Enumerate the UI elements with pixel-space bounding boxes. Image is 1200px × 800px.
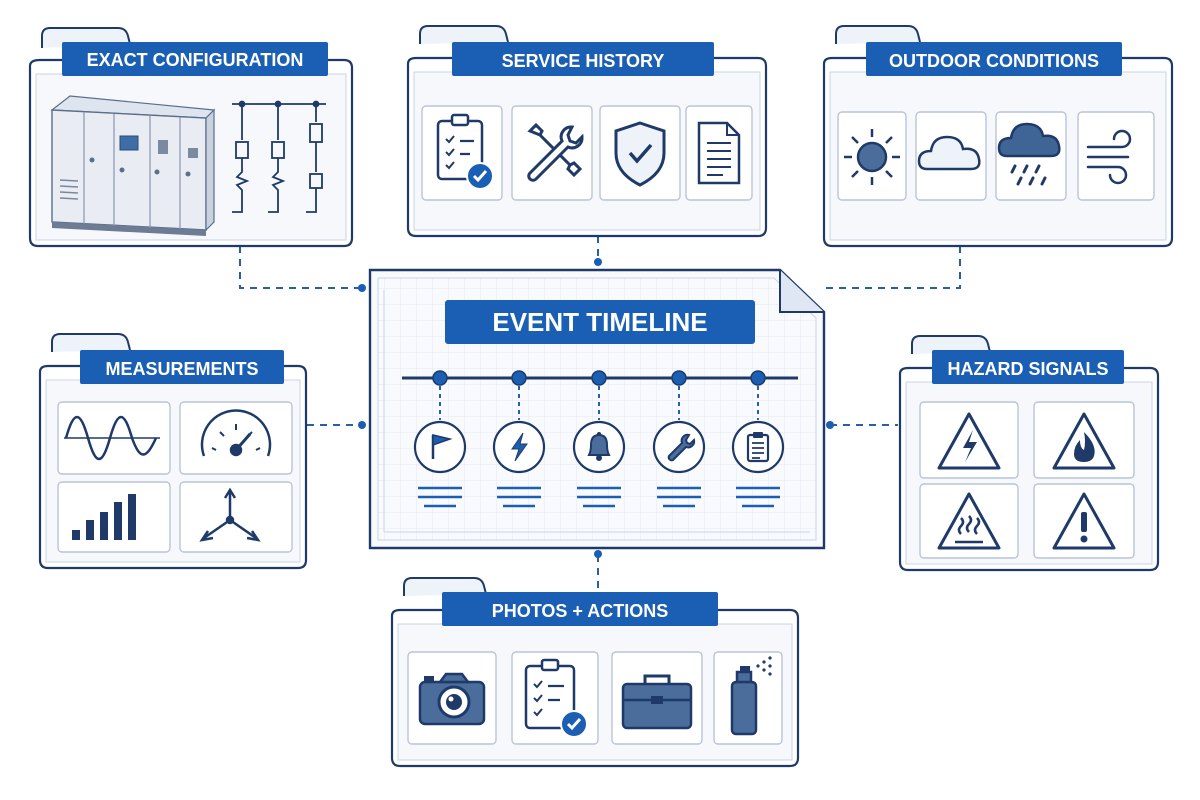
- timeline-title: EVENT TIMELINE: [492, 307, 707, 337]
- timeline-marker: [511, 370, 527, 386]
- tools-icon: [527, 122, 584, 182]
- general-warning-icon: [1052, 492, 1116, 550]
- connector-config: [239, 246, 362, 289]
- connector-dots: [358, 258, 834, 558]
- timeline-event: [492, 370, 546, 508]
- document-icon: [697, 121, 741, 185]
- waveform-icon: [64, 416, 160, 460]
- wind-icon: [1086, 129, 1132, 185]
- timeline-marker: [591, 370, 607, 386]
- panel-label: PHOTOS + ACTIONS: [492, 601, 669, 621]
- timeline-event-badge: [413, 420, 467, 474]
- folder-exact-configuration: EXACT CONFIGURATION: [28, 27, 354, 248]
- wrench-icon: [667, 433, 696, 462]
- connector-outdoor: [822, 246, 961, 289]
- timeline-title-tab: [445, 300, 755, 344]
- checklist-clipboard-icon: [436, 113, 494, 190]
- shield-check-icon: [614, 121, 666, 187]
- three-phase-icon: [199, 487, 261, 542]
- gauge-icon: [200, 409, 272, 457]
- panel-label: HAZARD SIGNALS: [948, 359, 1109, 379]
- timeline-event-text-lines: [657, 486, 701, 508]
- rain-cloud-icon: [997, 122, 1061, 186]
- camera-icon: [418, 672, 486, 726]
- spray-can-icon: [730, 656, 772, 736]
- bar-chart-icon: [72, 494, 136, 540]
- event-timeline-panel: EVENT TIMELINE: [368, 268, 826, 550]
- timeline-marker: [432, 370, 448, 386]
- folder-service-history: SERVICE HISTORY: [406, 25, 768, 238]
- panel-label-tab: [442, 592, 718, 626]
- timeline-events: [413, 370, 785, 508]
- bell-icon: [587, 432, 611, 461]
- toolbox-icon: [621, 674, 693, 730]
- connector-dot: [358, 421, 366, 429]
- timeline-event: [652, 370, 706, 508]
- electrical-cabinet-icon: [50, 95, 216, 236]
- connector-dot: [594, 258, 602, 266]
- folder-measurements: MEASUREMENTS: [38, 333, 308, 570]
- panel-label: SERVICE HISTORY: [502, 51, 665, 71]
- timeline-event-text-lines: [736, 486, 780, 508]
- panel-label-tab: [62, 42, 328, 76]
- panel-label-tab: [932, 350, 1124, 384]
- connectors: [239, 236, 961, 590]
- clipboard-icon: [746, 432, 770, 463]
- single-line-diagram-icon: [232, 100, 326, 213]
- timeline-event-text-lines: [497, 486, 541, 508]
- folder-hazard-signals: HAZARD SIGNALS: [898, 335, 1160, 572]
- timeline-marker: [671, 370, 687, 386]
- panel-label: MEASUREMENTS: [105, 359, 258, 379]
- panel-label: OUTDOOR CONDITIONS: [889, 51, 1099, 71]
- panel-label-tab: [452, 42, 714, 76]
- timeline-event: [731, 370, 785, 508]
- panel-label-tab: [80, 350, 284, 384]
- connector-dot: [826, 421, 834, 429]
- sun-icon: [844, 129, 900, 185]
- electrical-hazard-icon: [937, 412, 1001, 470]
- checklist-clipboard-icon: [524, 658, 588, 738]
- fire-hazard-icon: [1052, 412, 1116, 470]
- timeline-event: [572, 370, 626, 508]
- folder-outdoor-conditions: OUTDOOR CONDITIONS: [822, 25, 1174, 248]
- connector-dot: [358, 284, 366, 292]
- timeline-event-text-lines: [577, 486, 621, 508]
- hot-surface-icon: [937, 492, 1001, 550]
- timeline-event: [413, 370, 467, 508]
- folder-photos-actions: PHOTOS + ACTIONS: [390, 577, 800, 768]
- flag-icon: [431, 434, 453, 459]
- timeline-event-text-lines: [418, 486, 462, 508]
- panel-label-tab: [866, 42, 1122, 76]
- cloud-icon: [917, 135, 981, 171]
- panel-label: EXACT CONFIGURATION: [87, 50, 304, 70]
- timeline-marker: [750, 370, 766, 386]
- lightning-icon: [511, 432, 528, 462]
- connector-dot: [594, 550, 602, 558]
